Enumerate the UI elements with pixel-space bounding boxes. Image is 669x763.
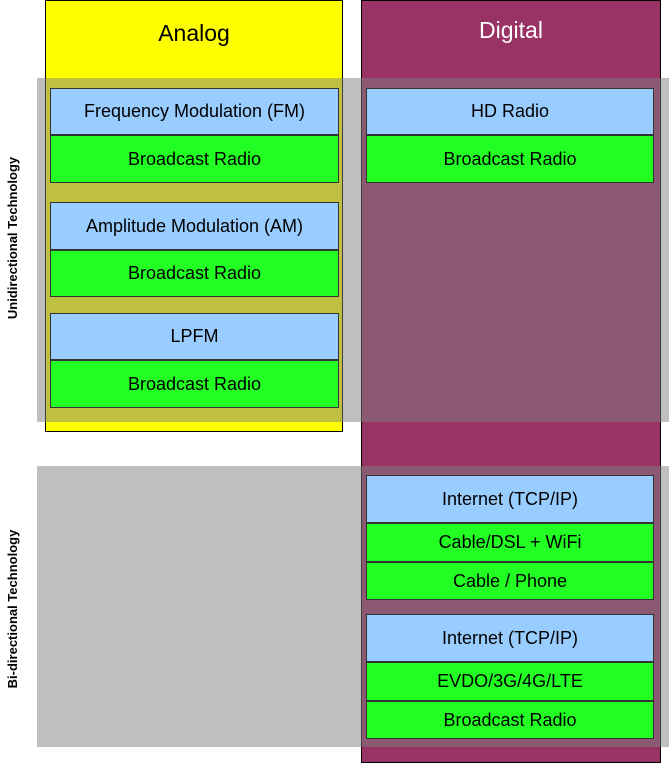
cable-phone-box: Cable / Phone <box>366 562 654 600</box>
bi-broadcast-radio-box: Broadcast Radio <box>366 701 654 739</box>
hd-radio-box: HD Radio <box>366 88 654 135</box>
hd-broadcast-radio-box: Broadcast Radio <box>366 135 654 183</box>
internet-box-1: Internet (TCP/IP) <box>366 475 654 523</box>
am-box: Amplitude Modulation (AM) <box>50 202 339 250</box>
evdo-box: EVDO/3G/4G/LTE <box>366 662 654 701</box>
cable-dsl-wifi-box: Cable/DSL + WiFi <box>366 523 654 562</box>
fm-broadcast-radio-box: Broadcast Radio <box>50 135 339 183</box>
analog-column-header: Analog <box>158 20 230 46</box>
am-broadcast-radio-box: Broadcast Radio <box>50 250 339 297</box>
digital-column-header: Digital <box>479 17 543 43</box>
unidirectional-row-label: Unidirectional Technology <box>5 156 20 320</box>
internet-box-2: Internet (TCP/IP) <box>366 614 654 662</box>
fm-box: Frequency Modulation (FM) <box>50 88 339 135</box>
lpfm-box: LPFM <box>50 313 339 360</box>
bidirectional-row-label: Bi-directional Technology <box>5 529 20 689</box>
lpfm-broadcast-radio-box: Broadcast Radio <box>50 360 339 408</box>
